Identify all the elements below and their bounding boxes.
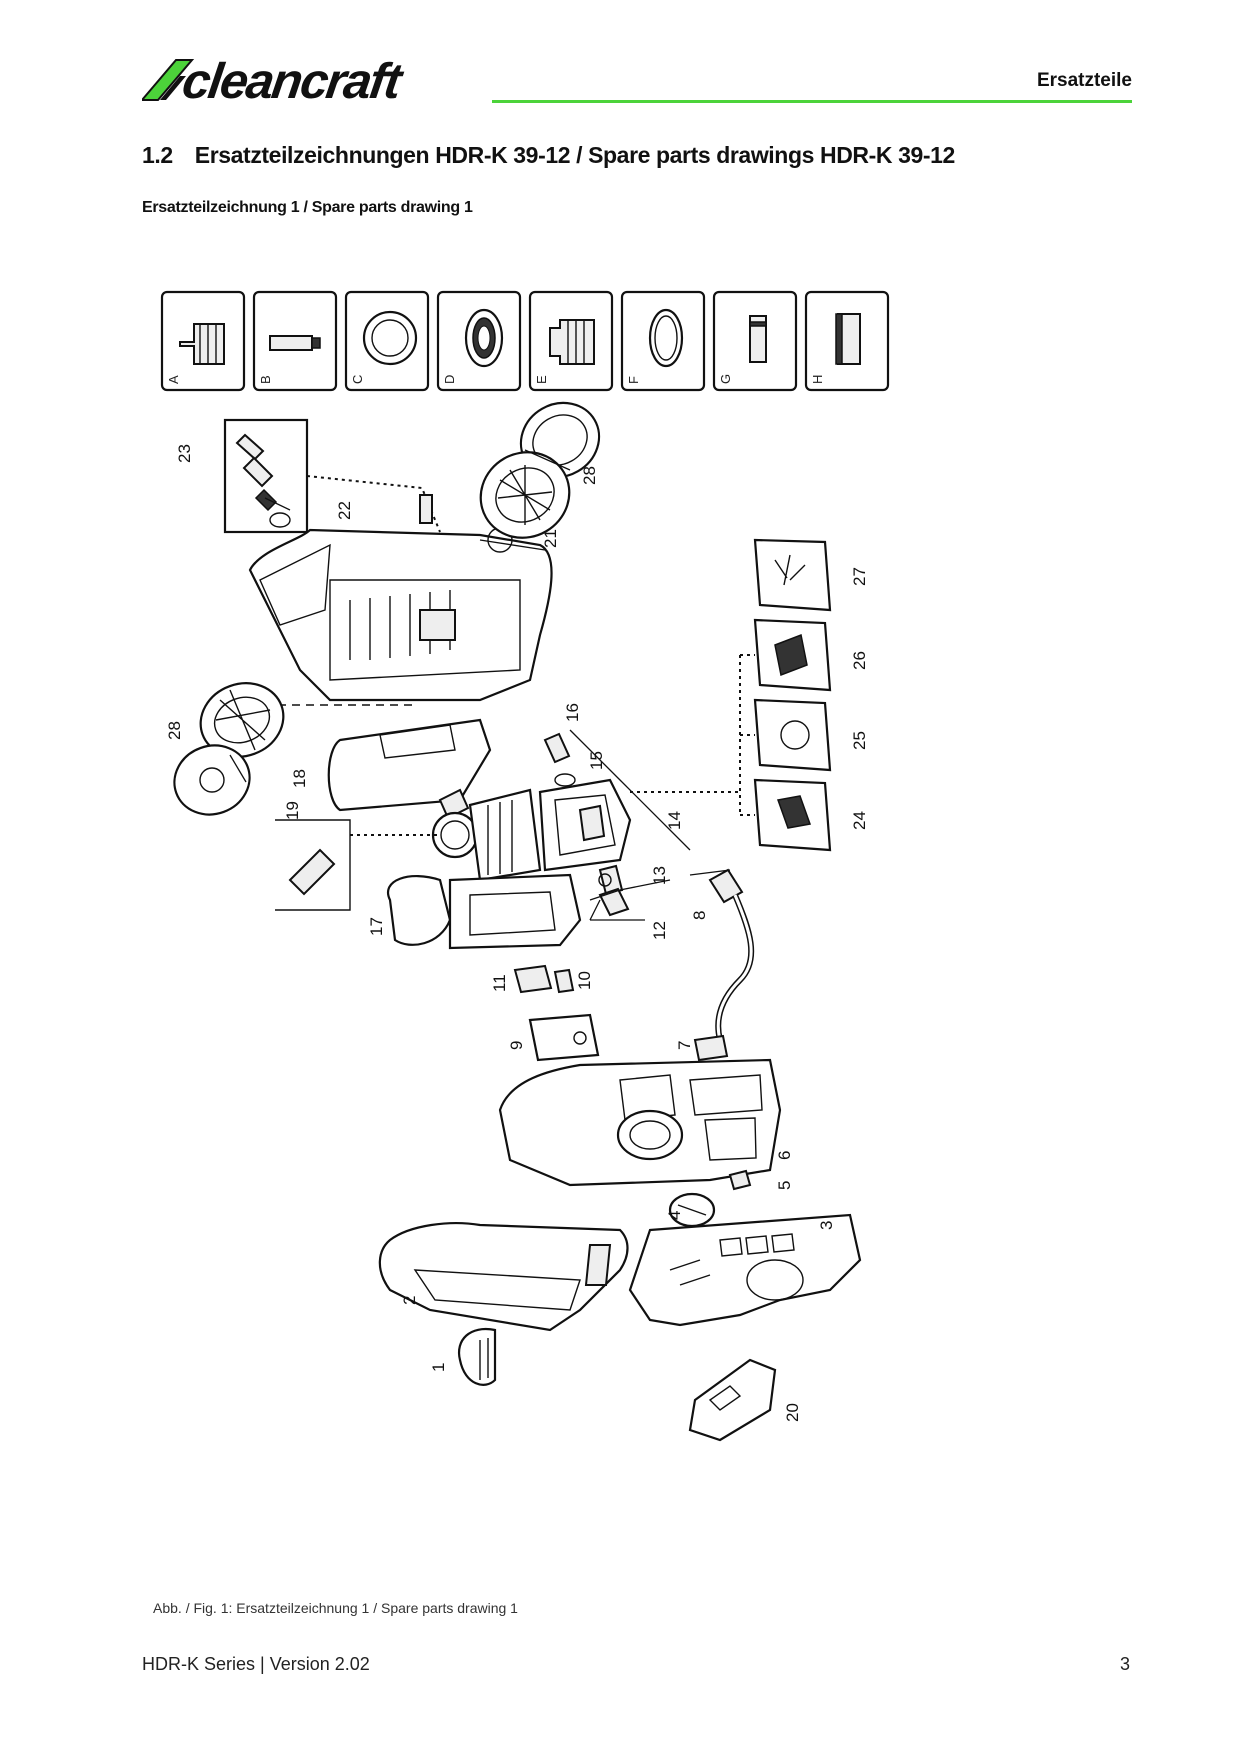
accessory-tab-c: C [344,290,430,392]
part-label-28-top: 28 [580,466,599,485]
wheel-top [479,401,601,539]
tab-letter: A [166,375,181,384]
motor-cover [327,718,492,820]
part-label-12: 12 [650,921,669,940]
part-label-26: 26 [850,651,869,670]
tab-letter: G [718,374,733,384]
part-label-16: 16 [563,703,582,722]
front-cover [628,1213,862,1327]
section-number: 1.2 [142,142,173,168]
handle-grip [457,1327,497,1386]
section-heading: 1.2 Ersatzteilzeichnungen HDR-K 39-12 / S… [142,142,955,169]
part-label-7: 7 [675,1041,694,1050]
pressure-knob [668,1192,716,1228]
tab-letter: D [442,375,457,384]
accessory-tab-d: D [436,290,522,392]
part-label-1: 1 [429,1363,448,1372]
part-label-9: 9 [507,1041,526,1050]
part-label-8: 8 [690,911,709,920]
part-label-28-left: 28 [165,721,184,740]
accessory-tab-b: B [252,290,338,392]
part-label-22: 22 [335,501,354,520]
part-label-11: 11 [490,974,509,992]
part-label-2: 2 [400,1296,419,1305]
tab-letter: B [258,375,273,384]
part-label-10: 10 [575,971,594,990]
figure-caption: Abb. / Fig. 1: Ersatzteilzeichnung 1 / S… [153,1600,518,1616]
spare-bags [630,538,832,852]
section-title: Ersatzteilzeichnungen HDR-K 39-12 / Spar… [194,142,956,168]
foot-part [688,1358,777,1442]
brand-logo-text: cleancraft [179,53,404,109]
exploded-parts-drawing: A B C D E [160,290,890,1442]
pump-housing-lower [387,873,630,950]
tab-letter: E [534,375,549,384]
handle-cover [378,1222,629,1332]
accessory-tab-row: A B C D E [160,290,890,392]
part-number-labels: 1 2 3 4 5 6 7 8 9 10 11 12 13 14 15 16 1… [165,444,869,1422]
part-label-21: 21 [541,529,560,548]
brand-logo-mark [142,59,195,101]
power-cable [693,868,755,1062]
header-rule [492,100,1132,103]
part-label-4: 4 [665,1211,684,1220]
header-section-title: Ersatzteile [1036,70,1132,91]
part-label-5: 5 [775,1181,794,1190]
tab-letter: H [810,375,825,384]
part-label-23: 23 [175,444,194,463]
part-label-6: 6 [775,1151,794,1160]
accessory-tab-g: G [712,290,798,392]
drawing-subheading: Ersatzteilzeichnung 1 / Spare parts draw… [142,199,473,216]
accessory-tab-a: A [160,290,246,392]
part-label-24: 24 [850,811,869,830]
switch-parts [513,964,600,1062]
upper-housing [248,494,553,706]
leader-lines [229,449,731,921]
part-label-15: 15 [587,751,606,770]
wheel-left [173,682,285,816]
footer-version: HDR-K Series | Version 2.02 [142,1654,370,1674]
accessory-tab-f: F [620,290,706,392]
part-label-25: 25 [850,731,869,750]
part-label-13: 13 [650,866,669,885]
pump-motor-assembly [431,732,632,896]
tab-letter: C [350,375,365,384]
main-base-housing [498,1058,782,1191]
part-label-27: 27 [850,567,869,586]
part-label-17: 17 [367,917,386,936]
part-label-18: 18 [290,769,309,788]
part-23-detail [223,418,441,534]
footer-page-number: 3 [1119,1654,1130,1674]
tab-letter: F [626,376,641,384]
part-label-20: 20 [783,1403,802,1422]
part-19-detail [275,819,440,911]
part-label-14: 14 [665,811,684,830]
accessory-tab-h: H [804,290,890,392]
accessory-tab-e: E [528,290,614,392]
part-label-19: 19 [283,801,302,820]
part-label-3: 3 [817,1221,836,1230]
